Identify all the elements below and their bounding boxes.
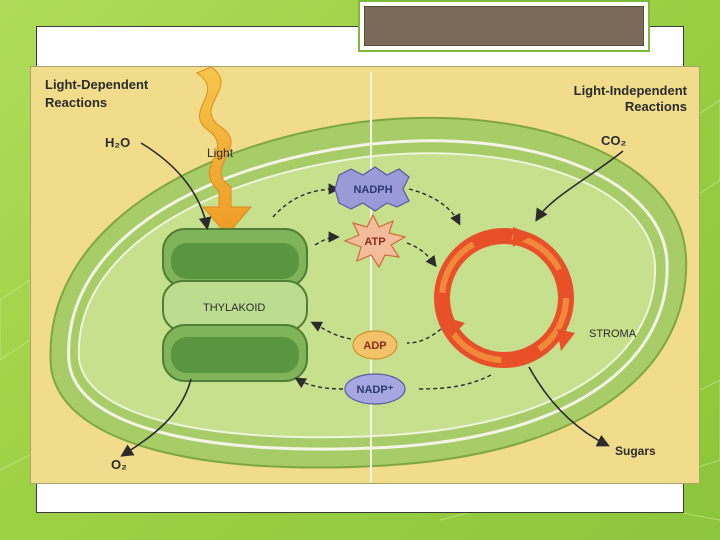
adp-label: ADP bbox=[363, 340, 386, 352]
photosynthesis-diagram-photo: NADPH ATP ADP NADP⁺ Light-Dependent Reac… bbox=[30, 66, 700, 484]
slide-title-placeholder[interactable] bbox=[358, 0, 650, 52]
sugars-label: Sugars bbox=[615, 444, 656, 458]
thylakoid-label: THYLAKOID bbox=[203, 302, 265, 314]
nadph-badge: NADPH bbox=[335, 167, 409, 211]
stroma-label: STROMA bbox=[589, 328, 637, 340]
left-heading-line1: Light-Dependent bbox=[45, 77, 149, 92]
left-heading-line2: Reactions bbox=[45, 95, 107, 110]
right-heading-line1: Light-Independent bbox=[574, 83, 688, 98]
oxygen-label: O₂ bbox=[111, 457, 127, 472]
chloroplast bbox=[50, 118, 686, 468]
adp-badge: ADP bbox=[353, 331, 397, 359]
nadp-badge: NADP⁺ bbox=[345, 374, 405, 404]
nadp-label: NADP⁺ bbox=[357, 384, 394, 396]
water-label: H₂O bbox=[105, 135, 130, 150]
light-label: Light bbox=[207, 146, 234, 160]
co2-label: CO₂ bbox=[601, 133, 627, 148]
nadph-label: NADPH bbox=[353, 184, 392, 196]
slide-title-fill bbox=[364, 6, 644, 46]
right-heading-line2: Reactions bbox=[625, 99, 687, 114]
atp-label: ATP bbox=[364, 236, 385, 248]
photosynthesis-diagram: NADPH ATP ADP NADP⁺ Light-Dependent Reac… bbox=[31, 67, 700, 484]
